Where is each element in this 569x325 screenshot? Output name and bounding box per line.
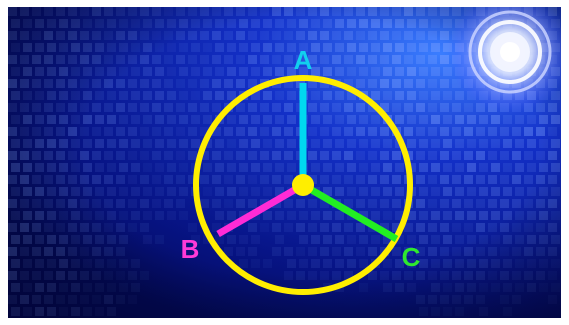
yellow-circle: [193, 75, 413, 295]
center-hub: [292, 174, 314, 196]
spoke-b: [216, 181, 305, 238]
disco-spotlight: [448, 7, 561, 114]
spoke-c: [301, 181, 399, 243]
diagram-canvas: A B C: [8, 7, 561, 318]
circle-spoke-diagram: A B C: [8, 7, 561, 318]
label-a: A: [294, 45, 313, 75]
label-c: C: [402, 242, 421, 272]
label-b: B: [181, 234, 200, 264]
